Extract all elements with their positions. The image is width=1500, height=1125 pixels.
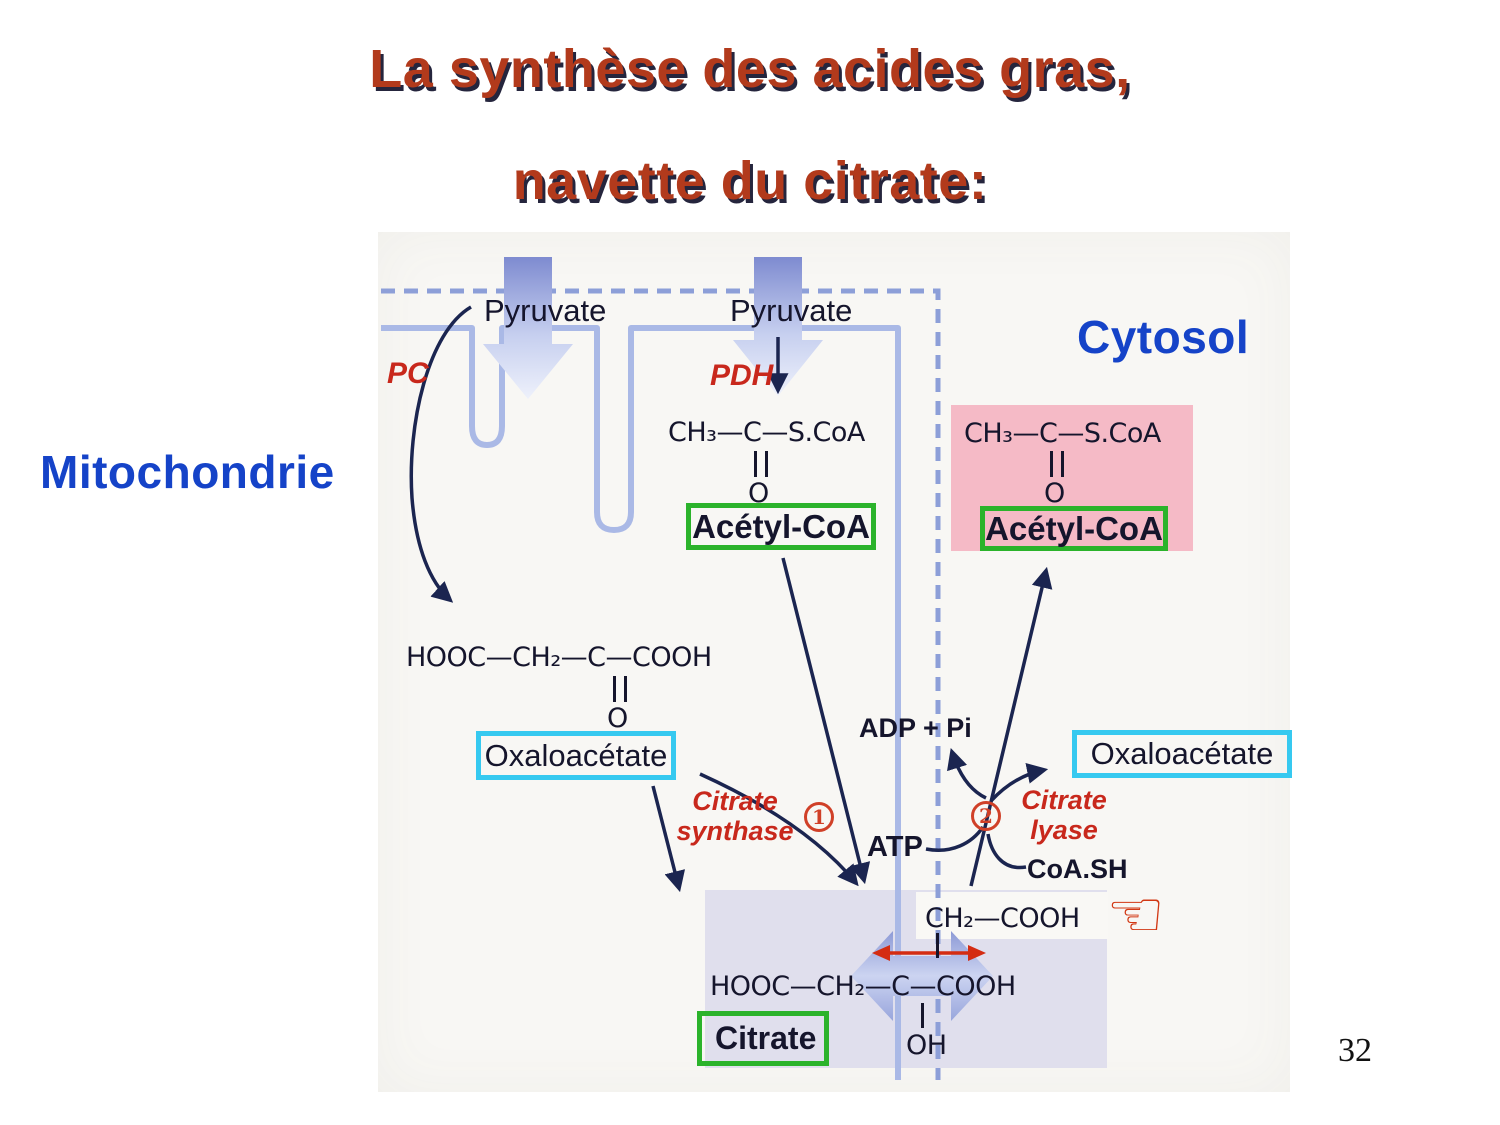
cytosol-acetyl-coa-panel [951, 405, 1193, 551]
pointing-hand-icon: ☜ [1106, 876, 1166, 953]
page-number: 32 [1338, 1032, 1372, 1069]
citrate-lyase-line1: Citrate [1021, 785, 1107, 815]
pyruvate-label-left: Pyruvate [484, 293, 607, 328]
region-label-mitochondrie: Mitochondrie [40, 446, 335, 498]
carbonyl-o: O [1044, 478, 1065, 509]
citrate-lyase-label: Citrate lyase [1014, 785, 1114, 845]
citrate-hydroxyl: OH [906, 1030, 947, 1061]
double-bond [613, 676, 627, 702]
pc-enzyme-label: PC [387, 357, 429, 390]
citrate-backbone-formula: HOOC—CH₂—C—COOH [710, 971, 1016, 1002]
adp-pi-label: ADP + Pi [859, 713, 972, 743]
single-bond [921, 1003, 924, 1028]
step-1-badge: 1 [804, 802, 834, 832]
single-bond [936, 933, 939, 958]
citrate-lyase-line2: lyase [1030, 815, 1098, 846]
pdh-enzyme-label: PDH [710, 359, 774, 392]
slide-title-line2: navette du citrate: [512, 151, 988, 211]
carbonyl-o: O [607, 703, 628, 734]
acetyl-coa-cyto-formula: CH₃—C—S.CoA [964, 418, 1161, 449]
acetyl-coa-mito-box: Acétyl-CoA [686, 503, 876, 550]
region-label-cytosol: Cytosol [1077, 311, 1250, 363]
citrate-synthase-label: Citrate synthase [675, 786, 795, 846]
citrate-synthase-line1: Citrate [692, 786, 778, 816]
slide-title-line1: La synthèse des acides gras, [369, 39, 1131, 99]
atp-label: ATP [867, 831, 923, 863]
citrate-synthase-line2: synthase [676, 816, 794, 847]
oxaloacetate-cyto-box: Oxaloacétate [1072, 730, 1292, 778]
citrate-arm-formula: CH₂—COOH [925, 903, 1080, 934]
oxaloacetate-mito-box: Oxaloacétate [476, 731, 676, 780]
double-bond [1050, 451, 1064, 477]
pyruvate-label-right: Pyruvate [730, 293, 853, 328]
acetyl-coa-mito-formula: CH₃—C—S.CoA [668, 417, 865, 448]
acetyl-coa-cyto-box: Acétyl-CoA [980, 506, 1168, 551]
citrate-box: Citrate [697, 1011, 829, 1066]
oxaloacetate-mito-formula: HOOC—CH₂—C—COOH [406, 642, 712, 673]
double-bond [754, 451, 768, 477]
step-2-badge: 2 [971, 801, 1001, 831]
